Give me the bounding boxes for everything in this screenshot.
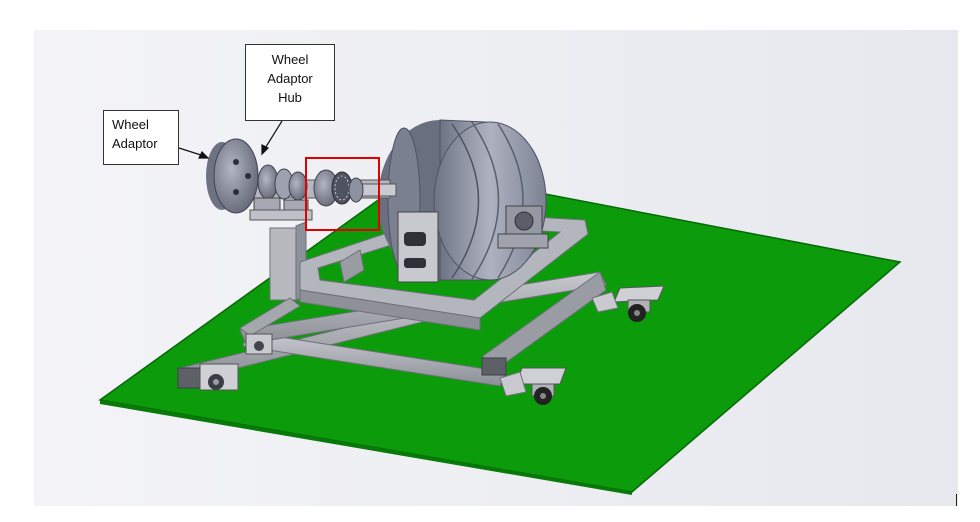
text-cursor-mark bbox=[956, 494, 957, 506]
wheel-adaptor bbox=[206, 138, 259, 214]
callout-line: Wheel bbox=[112, 117, 149, 132]
callout-leaders bbox=[178, 120, 283, 159]
highlight-box bbox=[305, 157, 380, 231]
callout-line: Hub bbox=[278, 90, 302, 105]
caster-rear-right bbox=[591, 285, 665, 322]
callout-line: Adaptor bbox=[112, 136, 158, 151]
drum-roller bbox=[378, 119, 549, 283]
callout-wheel-adaptor-hub: Wheel Adaptor Hub bbox=[245, 44, 335, 121]
callout-line: Adaptor bbox=[267, 71, 313, 86]
bearing-blocks bbox=[249, 197, 313, 221]
wheel-adaptor-hub bbox=[257, 164, 308, 201]
torque-coupling bbox=[313, 169, 364, 207]
callout-line: Wheel bbox=[271, 52, 309, 67]
caster-front-left bbox=[199, 363, 239, 391]
callout-wheel-adaptor: Wheel Adaptor bbox=[103, 110, 179, 165]
caster-front-right bbox=[499, 367, 567, 405]
caster-rear-left bbox=[245, 333, 273, 355]
